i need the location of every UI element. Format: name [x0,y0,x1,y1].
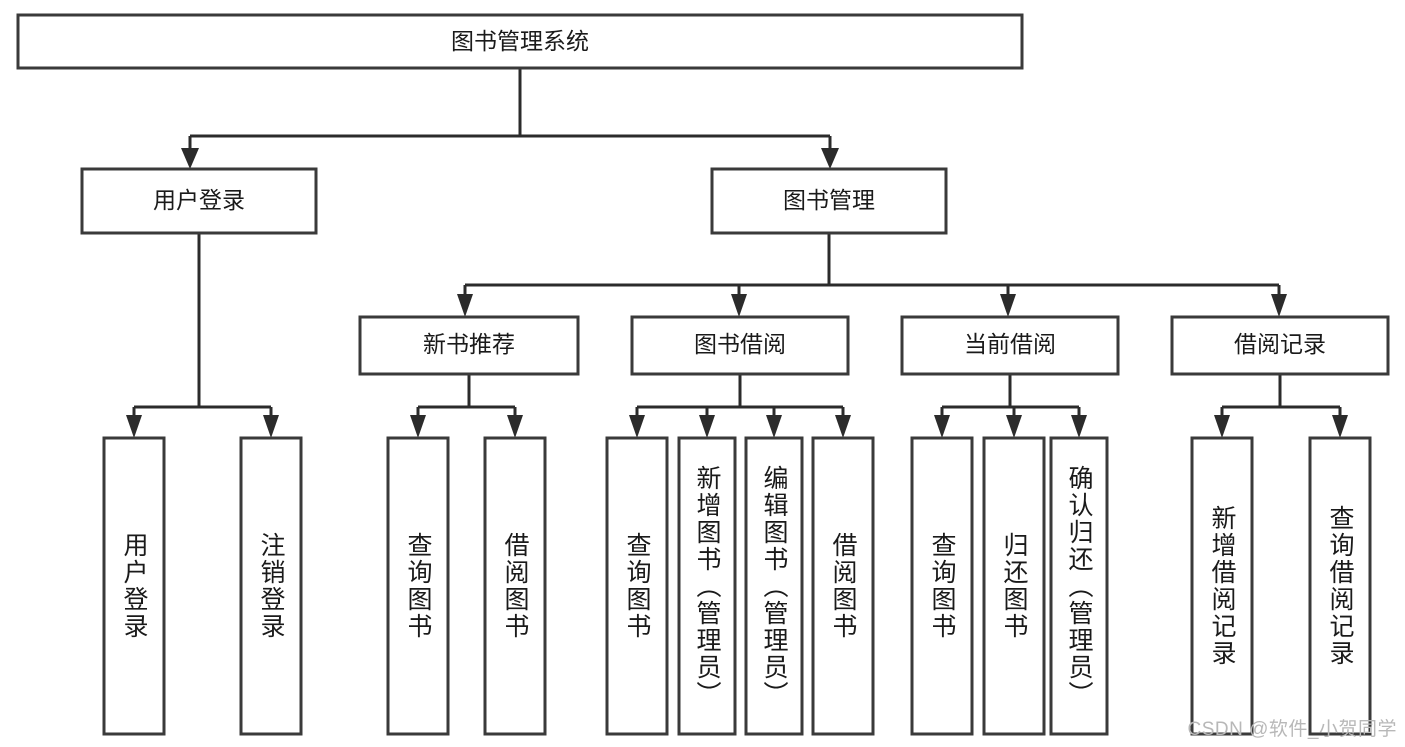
node-leaf-return-book[interactable]: 归还图书 [982,436,1046,736]
node-new-book-rec[interactable]: 新书推荐 [358,315,580,376]
node-leaf-edit-book-box[interactable] [744,436,804,736]
arrow-head-new-book-rec [457,294,473,317]
node-leaf-confirm-return[interactable]: 确认归还（管理员） [1049,436,1109,736]
node-borrow-record-label: 借阅记录 [1234,331,1326,357]
node-leaf-query-book-1[interactable]: 查询图书 [386,436,450,736]
arrow-head-leaf-query-book-2 [629,415,645,438]
node-leaf-edit-book-label: 编辑图书（管理员） [760,464,788,708]
node-book-manage-label: 图书管理 [783,187,875,213]
node-leaf-user-login[interactable]: 用户登录 [102,436,166,736]
node-leaf-borrow-book-2[interactable]: 借阅图书 [811,436,875,736]
arrow-head-user-login [181,148,199,169]
node-new-book-rec-box[interactable] [358,315,580,376]
arrow-head-leaf-query-book-1 [410,415,426,438]
node-leaf-user-login-box[interactable] [102,436,166,736]
arrow-head-leaf-query-book-3 [934,415,950,438]
node-leaf-return-book-box[interactable] [982,436,1046,736]
node-leaf-confirm-return-box[interactable] [1049,436,1109,736]
node-leaf-query-book-1-box[interactable] [386,436,450,736]
node-leaf-query-record-label: 查询借阅记录 [1326,505,1354,667]
node-book-borrow-box[interactable] [630,315,850,376]
node-leaf-return-book-label: 归还图书 [1000,532,1028,640]
arrow-head-leaf-logout [263,415,279,438]
node-borrow-record-box[interactable] [1170,315,1390,376]
node-user-login[interactable]: 用户登录 [80,167,318,235]
arrow-head-leaf-add-record [1214,415,1230,438]
node-leaf-user-login-label: 用户登录 [120,532,148,640]
node-leaf-borrow-book-1[interactable]: 借阅图书 [483,436,547,736]
node-book-manage-box[interactable] [710,167,948,235]
node-user-login-box[interactable] [80,167,318,235]
node-leaf-query-book-2-box[interactable] [605,436,669,736]
node-current-borrow-box[interactable] [900,315,1120,376]
arrow-head-leaf-return-book [1006,415,1022,438]
node-leaf-add-record-box[interactable] [1190,436,1254,736]
arrow-head-book-manage [821,148,839,169]
arrow-head-current-borrow [1000,294,1016,317]
arrow-head-borrow-record [1271,294,1287,317]
node-leaf-add-book[interactable]: 新增图书（管理员） [677,436,737,736]
node-leaf-borrow-book-1-box[interactable] [483,436,547,736]
node-leaf-query-record[interactable]: 查询借阅记录 [1308,436,1372,736]
node-leaf-query-book-3-label: 查询图书 [928,532,956,640]
node-leaf-query-book-3[interactable]: 查询图书 [910,436,974,736]
node-root[interactable]: 图书管理系统 [16,13,1024,70]
node-leaf-add-book-label: 新增图书（管理员） [693,464,721,708]
node-leaf-add-record-label: 新增借阅记录 [1208,505,1236,667]
node-borrow-record[interactable]: 借阅记录 [1170,315,1390,376]
node-leaf-edit-book[interactable]: 编辑图书（管理员） [744,436,804,736]
arrow-head-leaf-borrow-book-1 [507,415,523,438]
node-leaf-query-book-3-box[interactable] [910,436,974,736]
node-leaf-confirm-return-label: 确认归还（管理员） [1065,464,1093,708]
node-leaf-query-book-1-label: 查询图书 [404,532,432,640]
node-leaf-add-record[interactable]: 新增借阅记录 [1190,436,1254,736]
node-leaf-query-book-2-label: 查询图书 [623,532,651,640]
arrow-head-leaf-edit-book [766,415,782,438]
node-leaf-query-book-2[interactable]: 查询图书 [605,436,669,736]
arrow-head-leaf-add-book [699,415,715,438]
arrow-head-leaf-user-login [126,415,142,438]
node-leaf-query-record-box[interactable] [1308,436,1372,736]
node-book-borrow-label: 图书借阅 [694,331,786,357]
arrow-head-book-borrow [731,294,747,317]
leaf-layer: 用户登录 注销登录 查询图书 借阅图书 [102,436,1372,736]
node-root-box[interactable] [16,13,1024,70]
arrow-head-leaf-confirm-return [1071,415,1087,438]
connector-layer [126,68,1348,438]
arrow-head-leaf-query-record [1332,415,1348,438]
node-current-borrow[interactable]: 当前借阅 [900,315,1120,376]
node-leaf-logout-label: 注销登录 [257,532,285,640]
node-leaf-logout[interactable]: 注销登录 [239,436,303,736]
node-leaf-borrow-book-2-label: 借阅图书 [829,532,857,640]
node-current-borrow-label: 当前借阅 [964,331,1056,357]
node-book-borrow[interactable]: 图书借阅 [630,315,850,376]
node-root-label: 图书管理系统 [451,28,589,54]
arrow-head-leaf-borrow-book-2 [835,415,851,438]
node-leaf-borrow-book-2-box[interactable] [811,436,875,736]
node-new-book-rec-label: 新书推荐 [423,331,515,357]
node-book-manage[interactable]: 图书管理 [710,167,948,235]
node-leaf-logout-box[interactable] [239,436,303,736]
node-leaf-add-book-box[interactable] [677,436,737,736]
node-user-login-label: 用户登录 [153,187,245,213]
node-leaf-borrow-book-1-label: 借阅图书 [501,532,529,640]
